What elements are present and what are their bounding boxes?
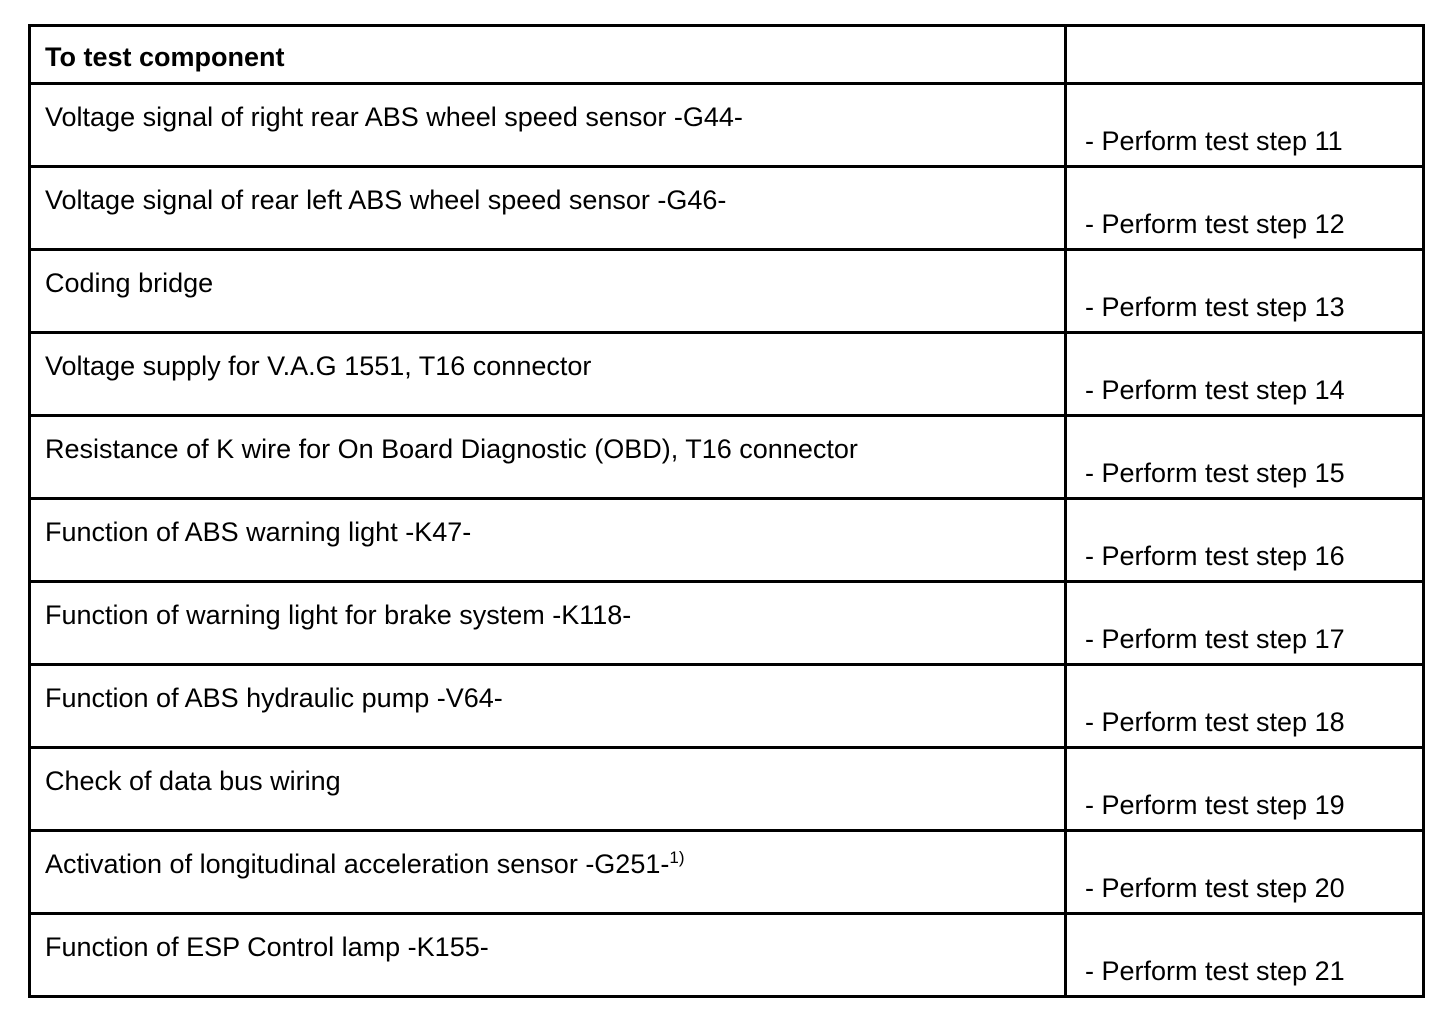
test-step-cell: - Perform test step 12 bbox=[1064, 165, 1425, 251]
test-step-cell: - Perform test step 17 bbox=[1064, 580, 1425, 666]
table-row: Voltage signal of rear left ABS wheel sp… bbox=[28, 165, 1425, 251]
component-label: Activation of longitudinal acceleration … bbox=[45, 848, 685, 879]
test-step-label: - Perform test step 12 bbox=[1085, 209, 1345, 239]
component-cell: Function of ABS warning light -K47- bbox=[28, 497, 1067, 583]
table-row: Function of warning light for brake syst… bbox=[28, 580, 1425, 666]
test-step-label: - Perform test step 14 bbox=[1085, 375, 1345, 405]
table-row: Resistance of K wire for On Board Diagno… bbox=[28, 414, 1425, 500]
test-step-cell: - Perform test step 13 bbox=[1064, 248, 1425, 334]
component-label: Resistance of K wire for On Board Diagno… bbox=[45, 434, 858, 464]
test-component-table: To test component Voltage signal of righ… bbox=[28, 24, 1425, 998]
table-body: Voltage signal of right rear ABS wheel s… bbox=[28, 82, 1425, 998]
test-step-cell: - Perform test step 15 bbox=[1064, 414, 1425, 500]
component-cell: Function of ESP Control lamp -K155- bbox=[28, 912, 1067, 998]
column-header-step-label bbox=[1067, 27, 1422, 44]
component-label: Check of data bus wiring bbox=[45, 766, 341, 796]
test-step-cell: - Perform test step 14 bbox=[1064, 331, 1425, 417]
component-label: Voltage signal of right rear ABS wheel s… bbox=[45, 102, 743, 132]
component-label: Function of ABS warning light -K47- bbox=[45, 517, 472, 547]
test-step-cell: - Perform test step 19 bbox=[1064, 746, 1425, 832]
test-step-cell: - Perform test step 11 bbox=[1064, 82, 1425, 168]
test-step-label: - Perform test step 20 bbox=[1085, 873, 1345, 903]
component-cell: Activation of longitudinal acceleration … bbox=[28, 829, 1067, 915]
component-label: Function of warning light for brake syst… bbox=[45, 600, 632, 630]
test-step-cell: - Perform test step 18 bbox=[1064, 663, 1425, 749]
test-step-label: - Perform test step 16 bbox=[1085, 541, 1345, 571]
table-row: Voltage supply for V.A.G 1551, T16 conne… bbox=[28, 331, 1425, 417]
component-cell: Voltage signal of rear left ABS wheel sp… bbox=[28, 165, 1067, 251]
table-header: To test component bbox=[28, 24, 1425, 85]
header-cell-step bbox=[1064, 24, 1425, 85]
component-cell: Voltage signal of right rear ABS wheel s… bbox=[28, 82, 1067, 168]
table-row: Voltage signal of right rear ABS wheel s… bbox=[28, 82, 1425, 168]
component-label: Voltage signal of rear left ABS wheel sp… bbox=[45, 185, 727, 215]
table-row: Function of ABS hydraulic pump -V64- - Pe… bbox=[28, 663, 1425, 749]
component-label: Function of ESP Control lamp -K155- bbox=[45, 932, 489, 962]
component-label: Coding bridge bbox=[45, 268, 214, 298]
column-header-component-label: To test component bbox=[45, 42, 285, 72]
test-step-label: - Perform test step 18 bbox=[1085, 707, 1345, 737]
header-cell-component: To test component bbox=[28, 24, 1067, 85]
test-step-label: - Perform test step 11 bbox=[1085, 126, 1343, 156]
test-step-label: - Perform test step 17 bbox=[1085, 624, 1345, 654]
component-label: Function of ABS hydraulic pump -V64- bbox=[45, 683, 503, 713]
component-cell: Function of warning light for brake syst… bbox=[28, 580, 1067, 666]
component-cell: Voltage supply for V.A.G 1551, T16 conne… bbox=[28, 331, 1067, 417]
table-row: Activation of longitudinal acceleration … bbox=[28, 829, 1425, 915]
test-step-cell: - Perform test step 21 bbox=[1064, 912, 1425, 998]
table-row: Check of data bus wiring - Perform test s… bbox=[28, 746, 1425, 832]
component-cell: Function of ABS hydraulic pump -V64- bbox=[28, 663, 1067, 749]
test-step-cell: - Perform test step 16 bbox=[1064, 497, 1425, 583]
test-step-label: - Perform test step 15 bbox=[1085, 458, 1345, 488]
test-step-label: - Perform test step 13 bbox=[1085, 292, 1345, 322]
test-step-cell: - Perform test step 20 bbox=[1064, 829, 1425, 915]
component-label: Voltage supply for V.A.G 1551, T16 conne… bbox=[45, 351, 592, 381]
table-row: Function of ESP Control lamp -K155- - Per… bbox=[28, 912, 1425, 998]
component-cell: Coding bridge bbox=[28, 248, 1067, 334]
footnote-marker: 1) bbox=[669, 848, 685, 867]
test-step-label: - Perform test step 19 bbox=[1085, 790, 1345, 820]
table-row: Function of ABS warning light -K47- - Per… bbox=[28, 497, 1425, 583]
test-step-label: - Perform test step 21 bbox=[1085, 956, 1345, 986]
component-cell: Resistance of K wire for On Board Diagno… bbox=[28, 414, 1067, 500]
table-header-row: To test component bbox=[28, 24, 1425, 85]
component-cell: Check of data bus wiring bbox=[28, 746, 1067, 832]
table-row: Coding bridge - Perform test step 13 bbox=[28, 248, 1425, 334]
